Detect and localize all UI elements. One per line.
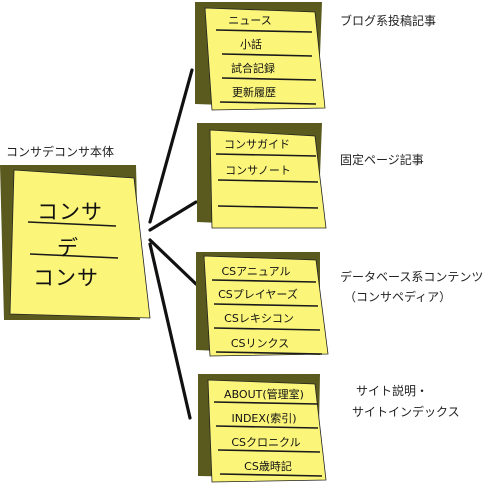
group-3-caption-line-2: （コンサペディア） (344, 290, 452, 304)
group-2-item-2: コンサノート (225, 164, 291, 177)
note-underline-13 (215, 425, 319, 429)
group-3-item-2: CSプレイヤーズ (218, 288, 298, 301)
note-underline-3 (221, 77, 317, 81)
connector-line-1 (148, 68, 194, 224)
connector-lines (148, 68, 198, 420)
sticky-notes (0, 2, 329, 483)
main-caption: コンサデコンサ本体 (6, 145, 115, 159)
group-3-item-4: CSリンクス (230, 337, 290, 350)
main-line-3: コンサ (33, 266, 99, 290)
group-1-item-1: ニュース (228, 14, 272, 27)
main-line-2: デ (57, 236, 79, 260)
group-1-item-2: 小話 (240, 38, 262, 51)
main-line-1: コンサ (37, 200, 103, 224)
main-note (0, 165, 151, 320)
note-underline-1 (215, 29, 313, 33)
note-underline-10 (213, 327, 321, 331)
group-1-item-4: 更新履歴 (232, 86, 276, 99)
note-underline-15 (219, 473, 323, 477)
note-underline-8 (211, 279, 317, 283)
note-underline-9 (213, 303, 319, 307)
group-2-item-1: コンサガイド (224, 138, 290, 151)
connector-line-2 (148, 200, 198, 232)
group-1-item-3: 試合記録 (231, 62, 275, 75)
connector-line-3 (148, 238, 198, 286)
note-underline-2 (221, 53, 313, 57)
note-underline-17 (29, 253, 119, 259)
note-underline-16 (27, 221, 117, 227)
group-1-note-face (204, 7, 326, 111)
note-underline-4 (219, 101, 317, 105)
group-4-item-4: CS歳時記 (244, 460, 292, 473)
note-underline-11 (215, 351, 323, 355)
group-2-caption: 固定ページ記事 (340, 153, 424, 167)
group-3-item-3: CSレキシコン (224, 312, 294, 325)
note-underline-5 (215, 153, 317, 157)
note-underline-6 (217, 179, 319, 183)
group-1-caption: ブログ系投稿記事 (340, 14, 437, 28)
connector-line-4 (148, 242, 192, 420)
group-3-item-1: CSアニュアル (221, 265, 291, 278)
note-underline-12 (213, 401, 319, 405)
note-underline-7 (217, 205, 319, 209)
main-note-face (9, 169, 151, 319)
group-4-caption-line-1: サイト説明・ (356, 384, 429, 398)
group-4-item-1: ABOUT(管理室) (224, 388, 304, 401)
note-underline-14 (217, 449, 321, 453)
group-4-caption-line-2: サイトインデックス (352, 405, 460, 419)
group-3-caption-line-1: データベース系コンテンツ (340, 270, 484, 284)
group-4-note-face (207, 379, 327, 483)
group-4-item-2: INDEX(索引) (231, 412, 297, 425)
group-4-item-3: CSクロニクル (231, 436, 301, 449)
